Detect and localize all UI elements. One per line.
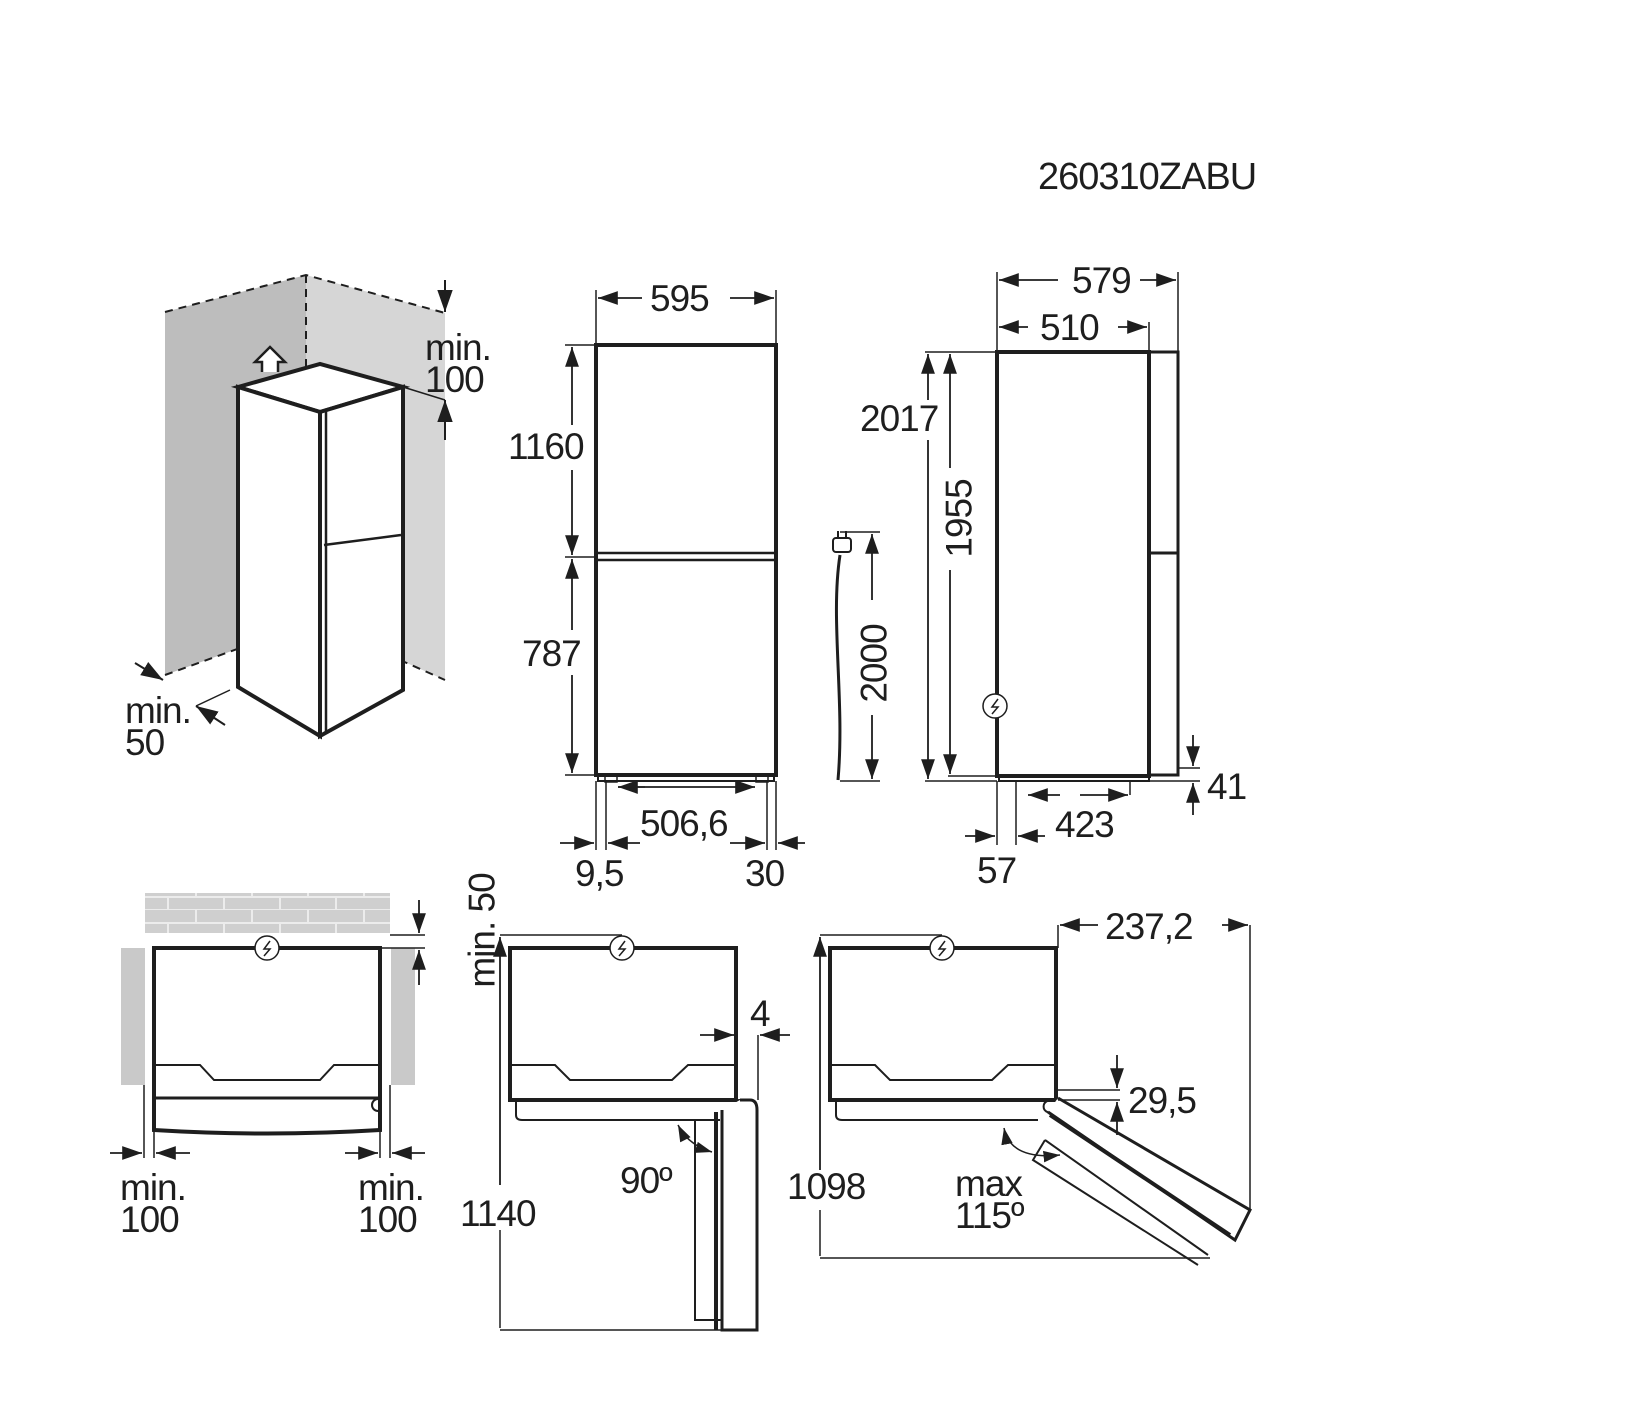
- label-line: 100: [358, 1198, 418, 1240]
- right-offset-label: 30: [745, 853, 785, 894]
- label-line: min.: [425, 327, 492, 368]
- model-code: 260310ZABU: [1038, 156, 1257, 198]
- power-symbol: [982, 693, 1008, 719]
- power-cable: [832, 531, 880, 782]
- left-offset-label: 9,5: [575, 853, 624, 894]
- front-view: [560, 290, 805, 850]
- right-clearance-label: min. 100: [358, 1167, 425, 1240]
- label-line: 115º: [955, 1194, 1025, 1236]
- foot-depth-label: 423: [1055, 804, 1115, 845]
- label-line: 100: [120, 1198, 180, 1240]
- door-90-angle-label: 90º: [620, 1160, 673, 1201]
- body-height-label: 1955: [938, 479, 980, 558]
- label-line: 100: [425, 358, 485, 400]
- label-line: max: [955, 1163, 1023, 1204]
- door-90-view: [493, 934, 790, 1332]
- overall-depth-label: 579: [1072, 260, 1132, 301]
- power-symbol: [254, 935, 280, 961]
- front-width-label: 595: [650, 278, 710, 319]
- door-115-view: [813, 918, 1252, 1266]
- door-90-gap-label: 4: [750, 993, 771, 1034]
- overall-height-label: 2017: [860, 398, 939, 439]
- label-line: 50: [125, 721, 165, 763]
- front-upper-height-label: 1160: [508, 426, 585, 467]
- label-line: min.: [358, 1167, 425, 1208]
- door-115-protrusion-label: 237,2: [1105, 906, 1194, 947]
- side-clearance-label: min. 50: [125, 690, 192, 763]
- door-115-depth-label: 1098: [787, 1166, 866, 1207]
- top-view-clearances: [110, 893, 426, 1160]
- perspective-view: [134, 273, 453, 740]
- door-115-angle-label: max 115º: [955, 1163, 1025, 1236]
- top-clearance-label: min. 100: [425, 327, 492, 400]
- power-symbol: [929, 935, 955, 961]
- foot-spacing-label: 506,6: [640, 803, 729, 844]
- power-symbol: [609, 935, 635, 961]
- door-gap-label: 41: [1207, 766, 1247, 807]
- side-view: [921, 272, 1200, 845]
- label-line: min.: [125, 690, 192, 731]
- rear-offset-label: 57: [977, 850, 1017, 891]
- label-line: min.: [120, 1167, 187, 1208]
- body-depth-label: 510: [1040, 307, 1100, 348]
- cable-length-label: 2000: [853, 624, 895, 703]
- rear-clearance-label: min. 50: [461, 873, 503, 988]
- front-lower-height-label: 787: [522, 633, 582, 674]
- door-90-depth-label: 1140: [460, 1193, 537, 1234]
- hinge-offset-label: 29,5: [1128, 1080, 1197, 1121]
- left-clearance-label: min. 100: [120, 1167, 187, 1240]
